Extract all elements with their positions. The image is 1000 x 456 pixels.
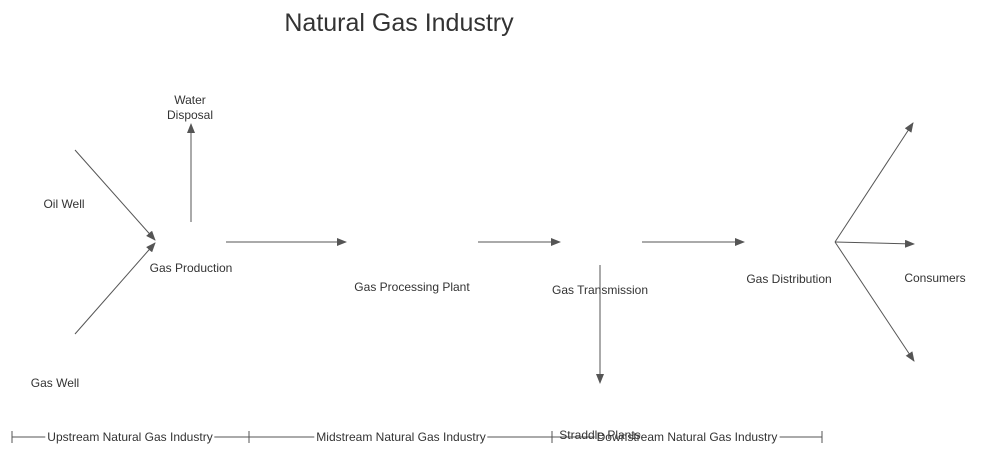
arrow-gas-well-to-production xyxy=(74,242,156,335)
gas-transmission-label: Gas Transmission xyxy=(551,283,649,297)
water-disposal-label: Water Disposal xyxy=(167,93,213,123)
stage-upstream-label: Upstream Natural Gas Industry xyxy=(45,430,215,444)
gas-well-label: Gas Well xyxy=(30,376,80,390)
gas-distribution-label: Gas Distribution xyxy=(746,272,832,286)
arrow-distribution-to-consumers-mid xyxy=(834,239,915,248)
gas-production-label: Gas Production xyxy=(149,261,233,275)
consumers-label: Consumers xyxy=(904,271,966,285)
arrow-distribution-to-consumers-top xyxy=(834,122,914,243)
oil-well-label: Oil Well xyxy=(43,197,85,211)
straddle-plants-label: Straddle Plants xyxy=(559,428,641,442)
stage-midstream-label: Midstream Natural Gas Industry xyxy=(314,430,488,444)
arrow-oil-well-to-production xyxy=(74,149,156,241)
gas-processing-plant-label: Gas Processing Plant xyxy=(354,280,470,294)
water-disposal-line1: Water xyxy=(174,93,206,107)
stage-downstream-label: Downstream Natural Gas Industry xyxy=(594,430,780,444)
water-disposal-line2: Disposal xyxy=(166,108,214,122)
arrow-distribution-to-consumers-bottom xyxy=(834,241,915,362)
diagram-title: Natural Gas Industry xyxy=(284,9,514,37)
